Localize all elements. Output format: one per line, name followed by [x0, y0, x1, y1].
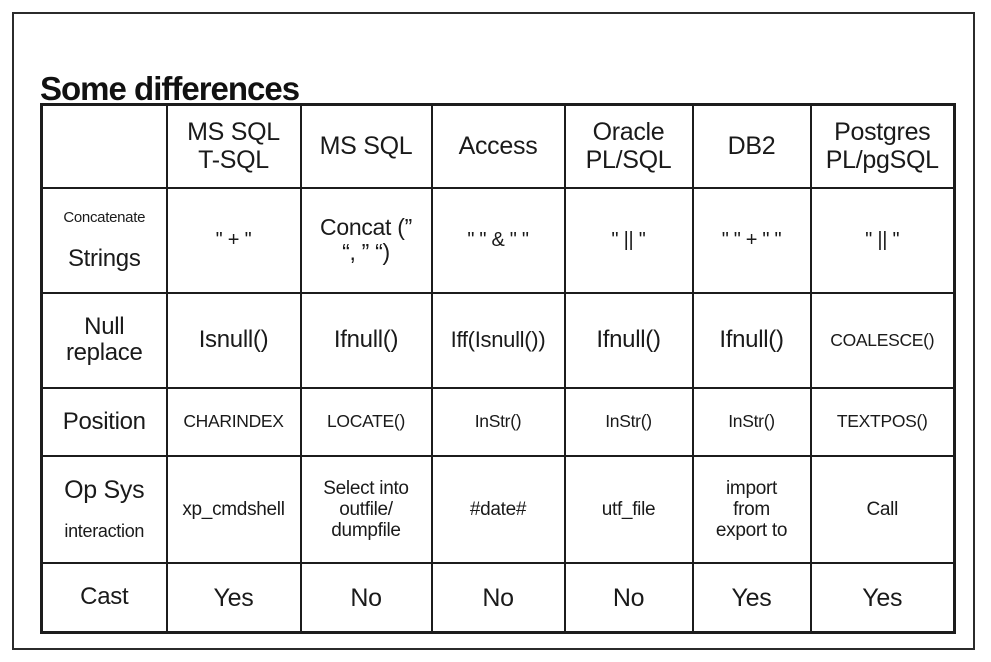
table-cell: No [563, 562, 694, 634]
table-cell: Ifnull() [563, 292, 694, 389]
row-label-main-text: Op Sys [64, 475, 145, 504]
row-label-main-text: Position [62, 407, 146, 435]
table-cell: Call [809, 454, 956, 565]
table-row-cast: Cast Yes No No No Yes Yes [40, 562, 956, 634]
table-cell: COALESCE() [809, 292, 956, 389]
table-cell: import from export to [691, 454, 812, 565]
row-label-position: Position [40, 386, 168, 457]
table-cell: Iff(Isnull()) [430, 292, 566, 389]
table-cell: " " + " " [691, 186, 812, 295]
table-row-op-sys-interaction: Op Sys interaction xp_cmdshell Select in… [40, 454, 956, 565]
column-header-db2: DB2 [691, 103, 812, 189]
column-header-oracle-plsql: Oracle PL/SQL [563, 103, 694, 189]
table-cell: '' || '' [809, 186, 956, 295]
table-cell: '' || '' [563, 186, 694, 295]
table-cell: '' + '' [165, 186, 302, 295]
table-cell: Isnull() [165, 292, 302, 389]
row-label-concatenate-strings: Concatenate Strings [40, 186, 168, 295]
table-row-null-replace: Null replace Isnull() Ifnull() Iff(Isnul… [40, 292, 956, 389]
table-cell: No [430, 562, 566, 634]
column-header-access: Access [430, 103, 566, 189]
table-cell: Yes [691, 562, 812, 634]
header-row: MS SQL T-SQL MS SQL Access Oracle PL/SQL… [40, 103, 956, 189]
table-cell: " " & " " [430, 186, 566, 295]
page-title: Some differences [40, 70, 300, 108]
sql-differences-table: MS SQL T-SQL MS SQL Access Oracle PL/SQL… [40, 103, 956, 634]
table-cell: Ifnull() [299, 292, 433, 389]
row-label-main-text: Strings [67, 244, 141, 272]
table-cell: Select into outfile/ dumpfile [299, 454, 433, 565]
table-cell: xp_cmdshell [165, 454, 302, 565]
row-label-main-text: Cast [80, 583, 129, 611]
table-cell: CHARINDEX [165, 386, 302, 457]
table-cell: InStr() [691, 386, 812, 457]
table-cell: Concat (” “, ” “) [299, 186, 433, 295]
row-label-sub-text: interaction [64, 520, 145, 541]
table-cell: InStr() [430, 386, 566, 457]
table-row-concatenate-strings: Concatenate Strings '' + '' Concat (” “,… [40, 186, 956, 295]
table-cell: #date# [430, 454, 566, 565]
row-label-op-sys-interaction: Op Sys interaction [40, 454, 168, 565]
column-header-postgres-plpgsql: Postgres PL/pgSQL [809, 103, 956, 189]
table-cell: LOCATE() [299, 386, 433, 457]
table-cell: TEXTPOS() [809, 386, 956, 457]
column-header-ms-sql-tsql: MS SQL T-SQL [165, 103, 302, 189]
table-cell: Ifnull() [691, 292, 812, 389]
column-header-ms-sql: MS SQL [299, 103, 433, 189]
column-header-blank [40, 103, 168, 189]
row-label-main-text: Null replace [65, 313, 143, 367]
row-label-cast: Cast [40, 562, 168, 634]
row-label-null-replace: Null replace [40, 292, 168, 389]
table-cell: No [299, 562, 433, 634]
table-cell: InStr() [563, 386, 694, 457]
table-row-position: Position CHARINDEX LOCATE() InStr() InSt… [40, 386, 956, 457]
row-label-top-text: Concatenate [63, 209, 146, 227]
table-cell: Yes [165, 562, 302, 634]
table-cell: Yes [809, 562, 956, 634]
table-cell: utf_file [563, 454, 694, 565]
